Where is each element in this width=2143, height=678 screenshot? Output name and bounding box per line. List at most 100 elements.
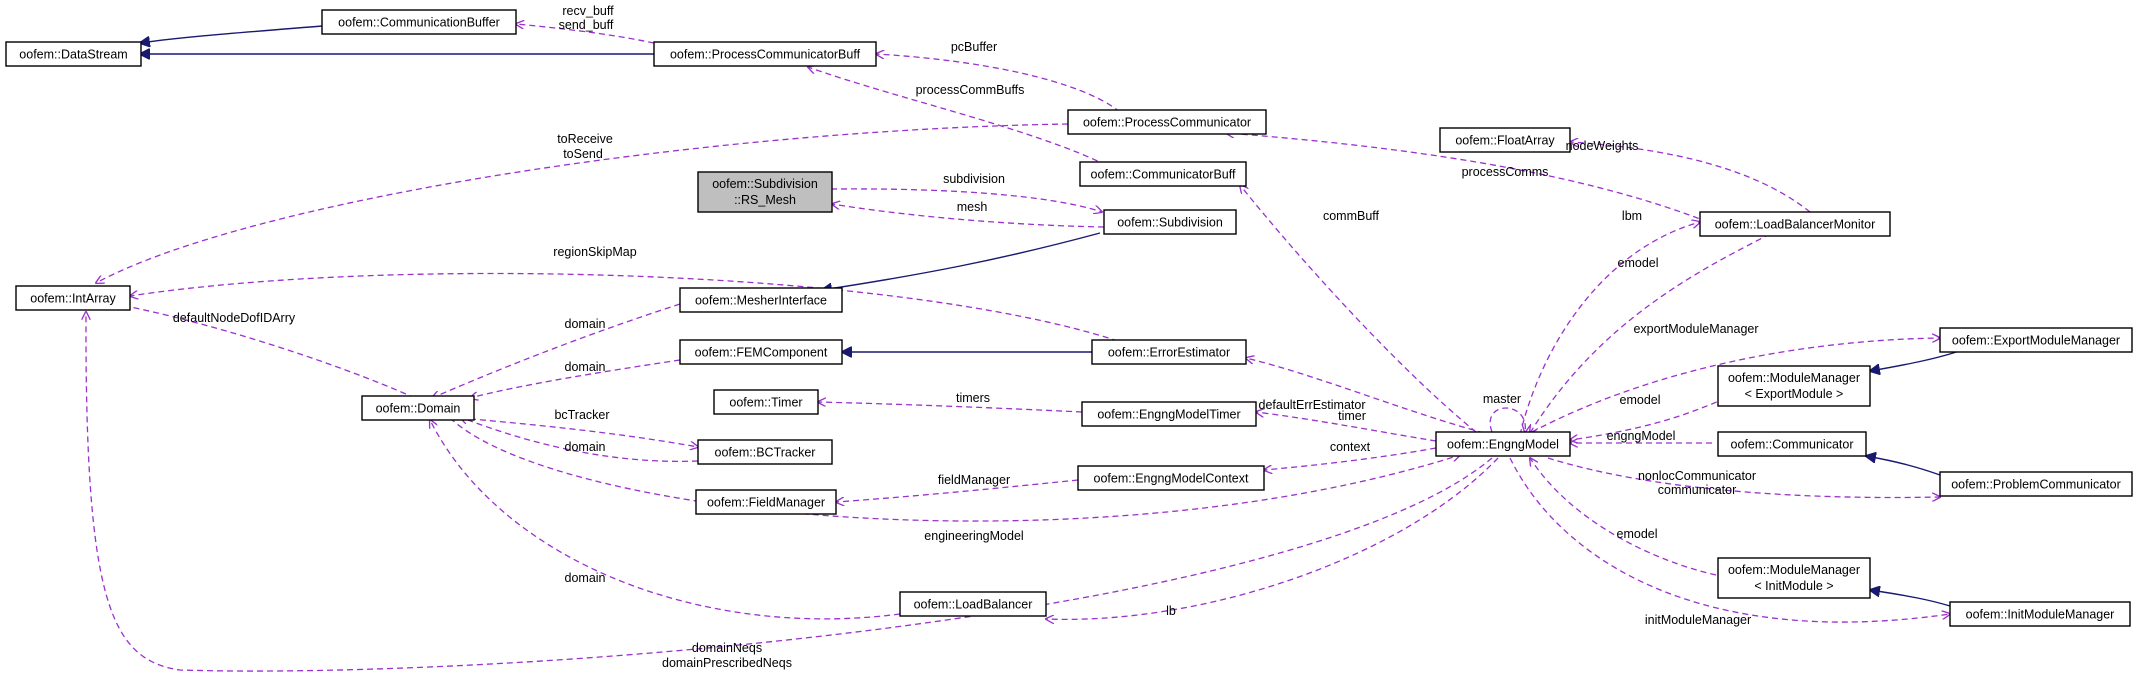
- node-problemcommunicator[interactable]: oofem::ProblemCommunicator: [1939, 471, 2133, 497]
- edge-processcomms: [1226, 133, 1709, 223]
- node-femcomponent[interactable]: oofem::FEMComponent: [679, 339, 843, 365]
- node-label: oofem::LoadBalancer: [914, 598, 1033, 612]
- node-label: oofem::FieldManager: [707, 496, 825, 510]
- node-modulemanager-export[interactable]: oofem::ModuleManager < ExportModule >: [1717, 365, 1871, 407]
- edge-defaulterrestimator: [1246, 358, 1485, 434]
- edge-label: domain: [565, 571, 606, 585]
- node-datastream[interactable]: oofem::DataStream: [5, 41, 142, 67]
- edge-lb: [1046, 457, 1499, 619]
- node-mesherinterface[interactable]: oofem::MesherInterface: [679, 287, 843, 313]
- edge-label: toSend: [563, 147, 603, 161]
- edge-pcbuffer: [876, 54, 1121, 113]
- node-label-line-1: oofem::Subdivision: [712, 177, 818, 191]
- node-label: oofem::BCTracker: [715, 446, 816, 460]
- edge-exportmodulemanager: [1531, 338, 1940, 433]
- node-label: oofem::ProcessCommunicator: [1083, 116, 1251, 130]
- edge-emodel-mmexp: [1570, 397, 1727, 440]
- node-label: oofem::InitModuleManager: [1966, 608, 2115, 622]
- edge-label: subdivision: [943, 172, 1005, 186]
- edge-label: nodeWeights: [1566, 139, 1639, 153]
- edge-label: defaultNodeDofIDArry: [173, 311, 296, 325]
- edge-label: mesh: [957, 200, 988, 214]
- node-subdivision[interactable]: oofem::Subdivision: [1103, 209, 1237, 235]
- node-initmodulemanager[interactable]: oofem::InitModuleManager: [1949, 601, 2131, 627]
- edge-label: emodel: [1620, 393, 1661, 407]
- edge-nodeweights: [1570, 142, 1811, 213]
- node-modulemanager-init[interactable]: oofem::ModuleManager < InitModule >: [1717, 557, 1871, 599]
- edge-label: timers: [956, 391, 990, 405]
- node-label: oofem::Timer: [729, 396, 802, 410]
- edge-label: commBuff: [1323, 209, 1380, 223]
- edge-domainneqs: [86, 312, 1493, 672]
- node-label: oofem::IntArray: [30, 292, 116, 306]
- edge-probcomm-to-communicator: [1866, 456, 1941, 476]
- edge-bctracker: [459, 417, 698, 447]
- edge-lbm: [1519, 222, 1700, 436]
- edge-label: processCommBuffs: [916, 83, 1025, 97]
- node-fieldmanager[interactable]: oofem::FieldManager: [695, 489, 837, 515]
- edge-emodel-lbm: [1530, 233, 1771, 433]
- node-errorestimator[interactable]: oofem::ErrorEstimator: [1091, 339, 1247, 365]
- edge-label: lb: [1166, 604, 1176, 618]
- node-domain[interactable]: oofem::Domain: [361, 395, 475, 421]
- edge-label: domainPrescribedNeqs: [662, 656, 792, 670]
- edge-label: processComms: [1462, 165, 1549, 179]
- node-label: oofem::DataStream: [19, 48, 127, 62]
- edge-labels: recv_buff send_buff pcBuffer processComm…: [173, 4, 1759, 670]
- node-label: oofem::Domain: [376, 402, 461, 416]
- edge-expmm-to-mmexp: [1870, 349, 1963, 371]
- node-floatarray[interactable]: oofem::FloatArray: [1439, 127, 1571, 153]
- node-label: oofem::CommunicatorBuff: [1091, 168, 1236, 182]
- node-communicatorbuff[interactable]: oofem::CommunicatorBuff: [1079, 161, 1247, 187]
- edge-label: master: [1483, 392, 1521, 406]
- edge-label: recv_buff: [562, 4, 614, 18]
- node-label-line-2: < ExportModule >: [1745, 387, 1844, 401]
- node-engngmodel[interactable]: oofem::EngngModel: [1435, 431, 1571, 457]
- edge-label: toReceive: [557, 132, 613, 146]
- node-rs-mesh[interactable]: oofem::Subdivision ::RS_Mesh: [697, 171, 833, 213]
- edge-master: [1489, 407, 1525, 432]
- edge-subdivision-label: [830, 188, 1102, 212]
- node-label: oofem::ExportModuleManager: [1952, 334, 2120, 348]
- node-communicationbuffer[interactable]: oofem::CommunicationBuffer: [321, 9, 517, 35]
- edge-label: context: [1330, 440, 1371, 454]
- edge-regionskipmap: [130, 272, 1119, 342]
- node-timer[interactable]: oofem::Timer: [713, 389, 819, 415]
- node-processcommunicatorbuff[interactable]: oofem::ProcessCommunicatorBuff: [653, 41, 877, 67]
- edge-label: initModuleManager: [1645, 613, 1751, 627]
- node-bctracker[interactable]: oofem::BCTracker: [697, 439, 833, 465]
- edge-label: defaultErrEstimator: [1259, 398, 1366, 412]
- node-exportmodulemanager[interactable]: oofem::ExportModuleManager: [1939, 327, 2133, 353]
- node-engngmodeltimer[interactable]: oofem::EngngModelTimer: [1081, 401, 1257, 427]
- edge-label: exportModuleManager: [1633, 322, 1758, 336]
- edge-label: timer: [1338, 409, 1366, 423]
- edge-toreceive-tosend: [96, 123, 1069, 283]
- node-intarray[interactable]: oofem::IntArray: [15, 285, 131, 311]
- edge-subdivision-to-mesher: [822, 232, 1101, 290]
- inheritance-edges: [140, 25, 1963, 607]
- node-processcommunicator[interactable]: oofem::ProcessCommunicator: [1067, 109, 1267, 135]
- node-label: oofem::CommunicationBuffer: [338, 16, 500, 30]
- node-label: oofem::FloatArray: [1455, 134, 1555, 148]
- node-communicator[interactable]: oofem::Communicator: [1717, 431, 1867, 457]
- edge-mesh: [832, 204, 1105, 228]
- edge-domain-fem: [470, 359, 681, 398]
- node-label: oofem::Subdivision: [1117, 216, 1223, 230]
- node-loadbalancermonitor[interactable]: oofem::LoadBalancerMonitor: [1699, 211, 1891, 237]
- edge-label: emodel: [1618, 256, 1659, 270]
- node-label: oofem::EngngModel: [1447, 438, 1559, 452]
- usage-edges: [86, 24, 1950, 672]
- edge-label: domain: [565, 360, 606, 374]
- edge-label: engineeringModel: [924, 529, 1023, 543]
- node-loadbalancer[interactable]: oofem::LoadBalancer: [899, 591, 1047, 617]
- edge-label: send_buff: [559, 18, 614, 32]
- edge-initmm-to-mminit: [1870, 590, 1951, 607]
- node-label: oofem::Communicator: [1731, 438, 1854, 452]
- node-label-line-2: < InitModule >: [1754, 579, 1833, 593]
- edge-recv-send-buff: [516, 24, 655, 44]
- edge-label: domainNeqs: [692, 641, 762, 655]
- nodes: oofem::DataStream oofem::CommunicationBu…: [5, 9, 2133, 627]
- edge-commbuffer-to-datastream: [140, 25, 323, 43]
- node-engngmodelcontext[interactable]: oofem::EngngModelContext: [1077, 465, 1265, 491]
